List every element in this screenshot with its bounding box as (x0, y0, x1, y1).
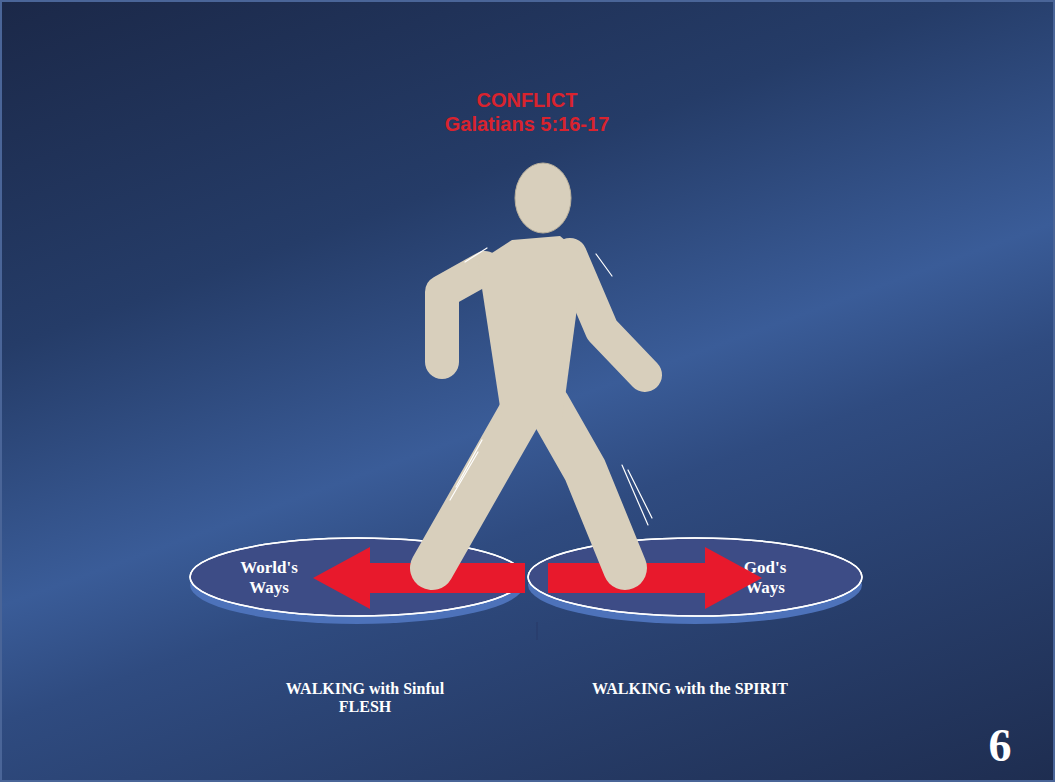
disc-shape (189, 537, 527, 631)
slide-number: 6 (960, 718, 1040, 773)
disc-label: God's Ways (723, 558, 807, 597)
slide-title: CONFLICT (327, 88, 727, 112)
disc-outline (528, 538, 862, 616)
disc-outline (190, 538, 524, 616)
figure-right-arm (570, 255, 645, 375)
ways-disc: World's WaysWALKING with Sinful FLESH (189, 537, 527, 722)
motion-lines (450, 248, 652, 525)
motion-line (622, 465, 648, 525)
disc-seam (536, 622, 538, 640)
figure-right-leg (548, 405, 625, 568)
walking-caption: WALKING with Sinful FLESH (265, 680, 465, 717)
figure-left-leg (432, 410, 522, 568)
disc-shape (527, 537, 865, 631)
figure-left-arm (442, 268, 485, 362)
motion-line (596, 254, 612, 276)
figure-torso (478, 236, 584, 420)
disc-top (190, 538, 524, 616)
left-arrow (313, 547, 525, 609)
motion-line (628, 470, 652, 518)
motion-line (450, 452, 478, 500)
right-arrow (548, 547, 762, 609)
scripture-reference: Galatians 5:16-17 (327, 112, 727, 136)
motion-line (456, 440, 482, 487)
ways-disc: God's WaysWALKING with the SPIRIT (527, 537, 865, 722)
disc-top (528, 538, 862, 616)
walking-caption: WALKING with the SPIRIT (590, 680, 790, 698)
figure-head (515, 163, 571, 233)
disc-label: World's Ways (227, 558, 311, 597)
motion-line (465, 248, 487, 262)
walking-figure (432, 255, 645, 568)
